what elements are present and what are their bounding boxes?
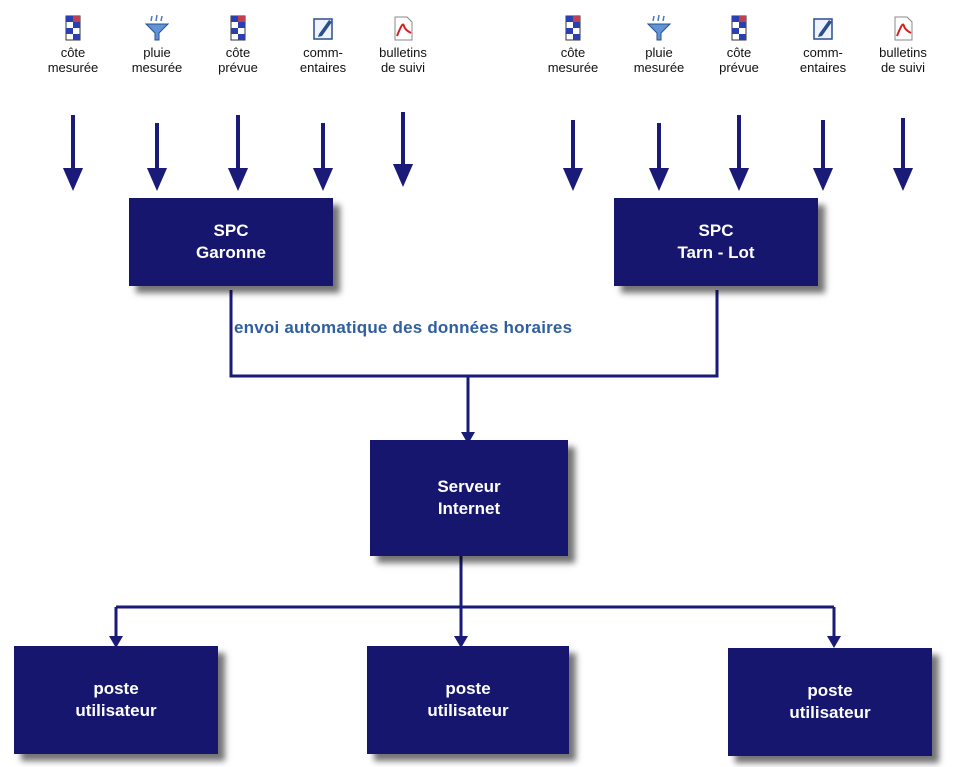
rain-funnel-icon <box>144 14 170 41</box>
source-left-cote-mesuree: côte mesurée <box>33 14 113 75</box>
box-line-1: poste <box>445 679 491 698</box>
source-label: comm- entaires <box>299 45 347 75</box>
source-right-cote-prevue: côte prévue <box>699 14 779 75</box>
source-right-bulletins: bulletins de suivi <box>863 14 943 75</box>
source-label: côte prévue <box>218 45 258 75</box>
box-line-2: utilisateur <box>789 703 871 722</box>
source-left-cote-prevue: côte prévue <box>198 14 278 75</box>
notepad-pencil-icon <box>813 18 833 40</box>
source-right-cote-mesuree: côte mesurée <box>533 14 613 75</box>
user-workstation-box-3: poste utilisateur <box>728 648 932 756</box>
source-label: bulletins de suivi <box>879 45 927 75</box>
source-label: côte prévue <box>719 45 759 75</box>
source-label: bulletins de suivi <box>379 45 427 75</box>
source-label: côte mesurée <box>47 45 99 75</box>
box-line-2: Garonne <box>196 243 266 262</box>
box-line-1: SPC <box>698 221 734 240</box>
box-line-2: utilisateur <box>427 701 509 720</box>
server-box: Serveur Internet <box>370 440 568 556</box>
box-line-1: Serveur <box>437 477 501 496</box>
source-right-commentaires: comm- entaires <box>783 14 863 75</box>
source-left-bulletins: bulletins de suivi <box>363 14 443 75</box>
gauge-blocks-icon <box>230 15 246 41</box>
source-left-pluie-mesuree: pluie mesurée <box>117 14 197 75</box>
spc-tarn-lot-box: SPC Tarn - Lot <box>614 198 818 286</box>
box-line-1: SPC <box>213 221 249 240</box>
source-label: comm- entaires <box>799 45 847 75</box>
box-line-2: Internet <box>437 499 501 518</box>
box-line-1: poste <box>93 679 139 698</box>
connector-garonne <box>229 290 470 400</box>
rain-funnel-icon <box>646 14 672 41</box>
connector-tarn-lot <box>468 290 719 378</box>
flow-label: envoi automatique des données horaires <box>234 318 573 337</box>
source-label: pluie mesurée <box>131 45 183 75</box>
source-label: côte mesurée <box>547 45 599 75</box>
notepad-pencil-icon <box>313 18 333 40</box>
gauge-blocks-icon <box>565 15 581 41</box>
source-right-pluie-mesuree: pluie mesurée <box>619 14 699 75</box>
box-line-2: Tarn - Lot <box>677 243 755 262</box>
spc-garonne-box: SPC Garonne <box>129 198 333 286</box>
gauge-blocks-icon <box>731 15 747 41</box>
pdf-document-icon <box>894 16 913 41</box>
user-workstation-box-1: poste utilisateur <box>14 646 218 754</box>
gauge-blocks-icon <box>65 15 81 41</box>
user-workstation-box-2: poste utilisateur <box>367 646 569 754</box>
box-line-1: poste <box>807 681 853 700</box>
box-line-2: utilisateur <box>75 701 157 720</box>
source-left-commentaires: comm- entaires <box>283 14 363 75</box>
source-label: pluie mesurée <box>633 45 685 75</box>
pdf-document-icon <box>394 16 413 41</box>
